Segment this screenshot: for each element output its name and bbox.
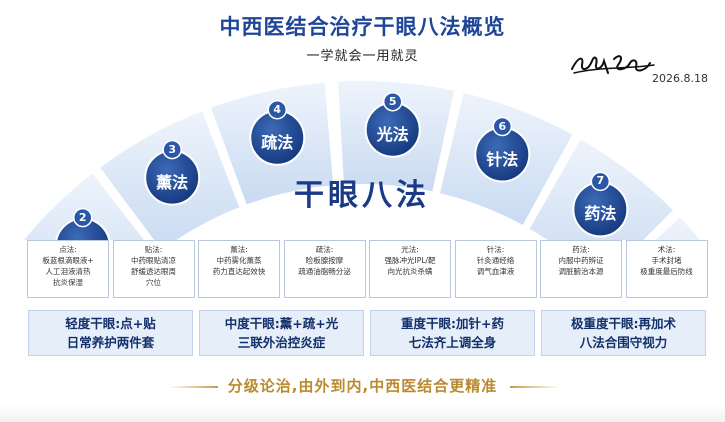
description-line: 点法: <box>59 245 77 254</box>
description-line: 疏法: <box>315 245 334 254</box>
method-number-5: 5 <box>388 94 397 108</box>
method-description-8: 术法: 手术封堵极重度最后防线 <box>625 240 708 298</box>
arch-segment-8 <box>653 214 703 240</box>
summary-heading: 中度干眼:薰+疏+光 <box>224 316 339 331</box>
description-line: 针灸通经络 <box>476 256 515 265</box>
method-number-7: 7 <box>596 174 605 188</box>
method-description-2: 贴法: 中药眼贴清凉舒缓透达眼周穴位 <box>112 240 195 298</box>
method-label-5: 光法 <box>376 124 409 144</box>
description-line: 板蓝根滴眼液+ <box>42 256 94 265</box>
footer-band <box>0 404 725 422</box>
method-description-1: 点法: 板蓝根滴眼液+ 人工泪液清热抗炎保湿 <box>27 240 109 298</box>
description-line: 药法: <box>572 245 590 254</box>
description-line: 极重度最后防线 <box>640 267 693 276</box>
method-label-4: 疏法 <box>261 132 294 152</box>
method-label-3: 薰法 <box>156 172 189 192</box>
description-line: 光法: <box>401 245 419 254</box>
description-line: 药力直达起效快 <box>212 267 266 276</box>
gold-line-right <box>510 386 560 388</box>
severity-summary-1: 轻度干眼:点+贴日常养护两件套 <box>28 310 193 356</box>
method-number-badge-2 <box>73 207 93 228</box>
method-number-1: 1 <box>12 301 21 315</box>
severity-summary-4: 极重度干眼:再加术八法合围守视力 <box>541 310 706 356</box>
method-number-4: 4 <box>273 102 282 116</box>
description-line: 中药眼贴清凉 <box>131 256 176 265</box>
method-number-6: 6 <box>498 119 507 133</box>
summary-heading: 重度干眼:加针+药 <box>401 316 504 331</box>
description-line: 针法: <box>486 245 505 254</box>
method-number-badge-6 <box>492 116 513 137</box>
description-line: 穴位 <box>146 278 161 287</box>
summary-heading: 极重度干眼:再加术 <box>571 316 676 331</box>
arch-diagram <box>21 79 703 240</box>
method-description-4: 疏法: 睑板腺按摩疏通油脂畅分泌 <box>283 240 366 298</box>
summary-heading: 轻度干眼:点+贴 <box>65 316 156 331</box>
method-label-1: 点法 <box>0 331 33 351</box>
description-line: 抗炎保湿 <box>53 278 83 287</box>
arch-segment-2 <box>21 170 147 240</box>
method-label-7: 药法 <box>584 204 617 224</box>
description-line: 术法: <box>657 245 676 254</box>
description-line: 强脉冲光IPL/靶 <box>384 256 436 265</box>
severity-summary-2: 中度干眼:薰+疏+光三联外治控炎症 <box>199 310 364 356</box>
center-title: 干眼八法 <box>294 178 430 213</box>
method-description-7: 药法: 内服中药辨证调脏腑治本源 <box>540 240 622 298</box>
page-subtitle: 一学就会一用就灵 <box>306 49 419 64</box>
description-line: 手术封堵 <box>651 256 682 265</box>
method-number-badge-3 <box>162 139 182 160</box>
summary-detail: 七法齐上调全身 <box>408 335 497 350</box>
method-number-2: 2 <box>78 210 87 224</box>
method-number-badge-5 <box>382 91 403 112</box>
page-title: 中西医结合治疗干眼八法概览 <box>219 15 506 39</box>
description-line: 内服中药辨证 <box>558 256 604 265</box>
handwritten-signature <box>571 55 655 74</box>
description-line: 人工泪液清热 <box>45 267 91 276</box>
method-number-badge-4 <box>267 100 288 120</box>
description-line: 睑板腺按摩 <box>305 256 344 265</box>
date-text: 2026.8.18 <box>652 72 708 85</box>
method-number-3: 3 <box>168 142 177 156</box>
bottom-slogan: 分级论治,由外到内,中西医结合更精准 <box>227 377 498 395</box>
description-line: 中药雾化薰蒸 <box>216 256 262 265</box>
method-description-3: 薰法: 中药雾化薰蒸药力直达起效快 <box>198 240 280 298</box>
gold-line-left <box>168 386 218 388</box>
description-line: 贴法: <box>144 245 163 254</box>
description-line: 舒缓透达眼周 <box>131 267 176 276</box>
method-number-badge-7 <box>590 171 611 192</box>
summary-detail: 八法合围守视力 <box>579 335 668 350</box>
method-label-6: 针法 <box>486 149 519 169</box>
method-description-6: 针法: 针灸通经络调气血津液 <box>454 240 537 298</box>
description-line: 调脏腑治本源 <box>558 267 604 276</box>
description-line: 向光抗炎杀螨 <box>387 267 433 276</box>
description-line: 疏通油脂畅分泌 <box>298 267 351 276</box>
severity-summary-3: 重度干眼:加针+药七法齐上调全身 <box>370 310 535 356</box>
method-description-5: 光法: 强脉冲光IPL/靶向光抗炎杀螨 <box>369 240 451 298</box>
summary-detail: 日常养护两件套 <box>66 335 155 350</box>
description-line: 薰法: <box>230 245 248 254</box>
summary-detail: 三联外治控炎症 <box>237 335 326 350</box>
description-line: 调气血津液 <box>476 267 515 276</box>
